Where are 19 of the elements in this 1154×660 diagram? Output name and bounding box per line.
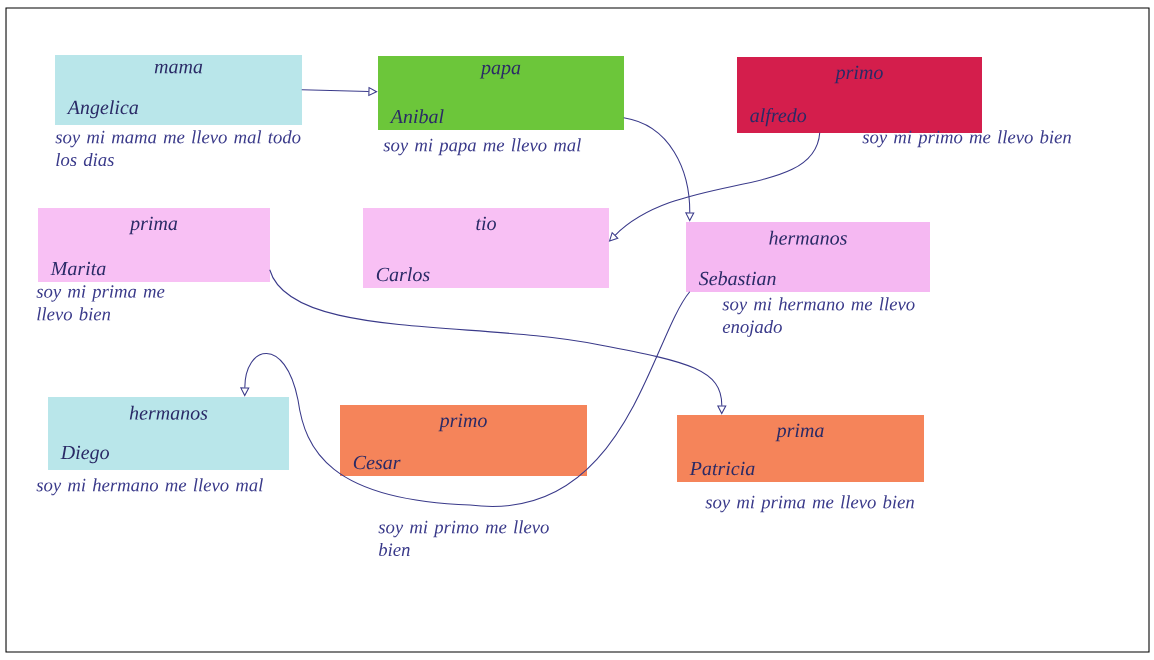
handwritten-note: soy mi papa me llevo mal <box>383 138 581 156</box>
arrow <box>623 117 695 222</box>
sticky-note: tio Carlos <box>363 208 609 288</box>
handwritten-note: soy mi primo me llevo bien <box>862 130 1071 148</box>
handwritten-note: soy mi hermano me llevo mal <box>36 478 263 496</box>
handwritten-note: soy mi primo me llevo bien <box>378 520 549 557</box>
sticky-note: mama Angelica <box>55 55 302 125</box>
handwritten-note: soy mi mama me llevo mal todo los dias <box>55 130 301 167</box>
arrow <box>240 291 691 507</box>
sticky-note: hermanos Diego <box>48 397 289 470</box>
handwritten-note: soy mi hermano me llevo enojado <box>722 297 915 337</box>
sticky-note: prima Patricia <box>677 415 924 482</box>
sticky-note: papa Anibal <box>378 56 624 130</box>
arrow <box>269 269 727 415</box>
sticky-note: hermanos Sebastian <box>686 222 930 292</box>
sticky-note: prima Marita <box>38 208 270 282</box>
sticky-note: primo Cesar <box>340 405 587 476</box>
handwritten-note: soy mi prima me llevo bien <box>705 495 914 513</box>
handwritten-note: soy mi prima me llevo bien <box>36 285 165 321</box>
